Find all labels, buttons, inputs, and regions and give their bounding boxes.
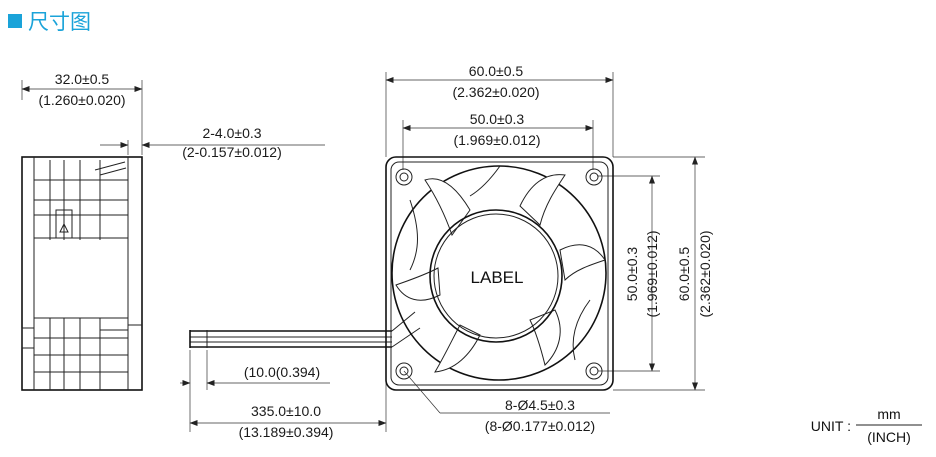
mount-hole [585, 362, 603, 380]
holes-mm: 8-Ø4.5±0.3 [505, 397, 575, 413]
hole-v-mm: 50.0±0.3 [624, 247, 640, 302]
wire-length-in: (13.189±0.394) [239, 424, 334, 440]
flange-mm: 2-4.0±0.3 [202, 125, 261, 141]
section-title: 尺寸图 [28, 10, 91, 34]
fan-venturi [391, 165, 607, 381]
unit-numerator: mm [877, 406, 900, 422]
fan-hub [429, 209, 563, 343]
hub-label: LABEL [471, 268, 524, 287]
section-header: 尺寸图 [8, 6, 91, 36]
holes-in: (8-Ø0.177±0.012) [485, 418, 595, 434]
side-width-in: (1.260±0.020) [38, 92, 125, 108]
hole-v-in: (1.969±0.012) [644, 230, 660, 317]
side-width-mm: 32.0±0.5 [55, 71, 110, 87]
front-view: 60.0±0.5 (2.362±0.020) 50.0±0.3 (1.969±0… [385, 63, 713, 434]
hole-h-in: (1.969±0.012) [453, 132, 540, 148]
outer-v-mm: 60.0±0.5 [676, 247, 692, 302]
hole-h-mm: 50.0±0.3 [470, 111, 525, 127]
strip-length: (10.0(0.394) [244, 364, 320, 380]
unit-legend: UNIT : mm (INCH) [811, 406, 922, 445]
unit-denominator: (INCH) [867, 429, 911, 445]
header-square-icon [8, 14, 22, 28]
side-body-outline [21, 156, 143, 391]
wire-harness: (10.0(0.394) 335.0±10.0 (13.189±0.394) [180, 311, 421, 440]
mount-hole [395, 362, 413, 380]
outer-v-in: (2.362±0.020) [697, 230, 713, 317]
outer-h-in: (2.362±0.020) [452, 84, 539, 100]
unit-prefix: UNIT : [811, 418, 851, 434]
flange-in: (2-0.157±0.012) [182, 144, 282, 160]
side-view: 32.0±0.5 (1.260±0.020) 2-4.0±0.3 (2-0.15… [21, 71, 325, 391]
mount-hole [395, 168, 413, 186]
wire-length-mm: 335.0±10.0 [251, 403, 321, 419]
mount-hole [585, 168, 603, 186]
outer-h-mm: 60.0±0.5 [469, 63, 524, 79]
fan-frame-outline [385, 156, 614, 391]
